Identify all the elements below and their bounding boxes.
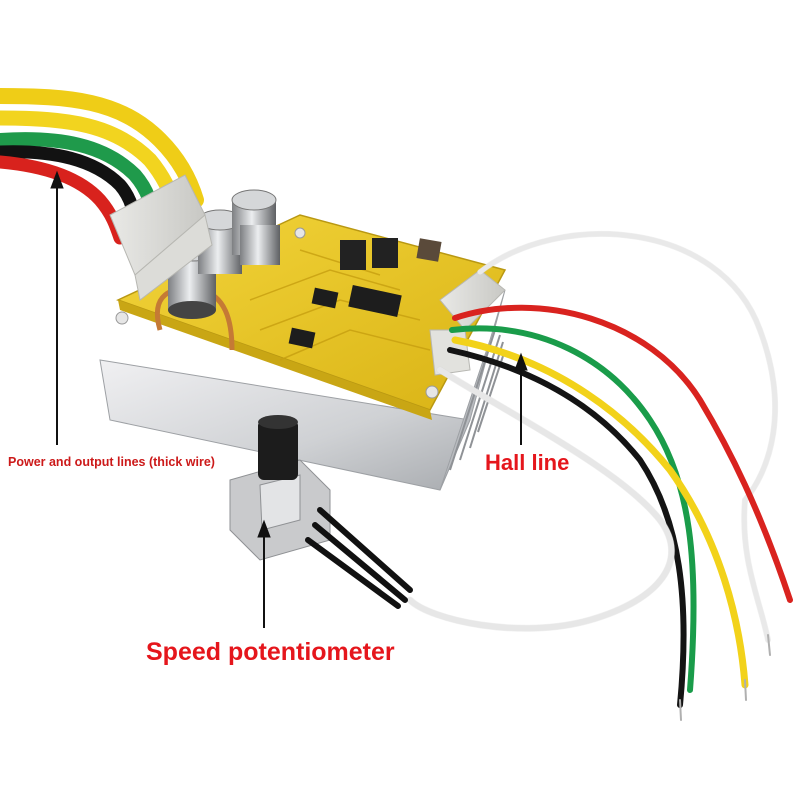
ic-chip-main: [348, 285, 402, 317]
hall-wire-red: [452, 304, 793, 603]
hall-wire-green: [449, 325, 697, 693]
power-output-label: Power and output lines (thick wire): [8, 455, 215, 469]
hall-wire-white: [477, 231, 778, 643]
potentiometer: [229, 415, 413, 609]
ic-chip-3: [288, 327, 316, 349]
speed-potentiometer-label: Speed potentiometer: [146, 638, 395, 666]
pot-shaft: [258, 420, 298, 480]
hall-wire-white-outline: [477, 230, 779, 643]
screw-1: [115, 311, 129, 325]
annotation-arrows: [50, 170, 528, 628]
power-connector: [109, 174, 213, 301]
power-wire-yellow: [0, 88, 204, 208]
pot-legs: [305, 507, 413, 609]
arrow-up-icon: [50, 170, 64, 445]
ic-chip-2: [311, 287, 339, 309]
capacitor-4: [240, 225, 280, 265]
wire-tip-3: [767, 634, 771, 656]
screw-2: [294, 227, 306, 239]
hall-wire-white-2-outline: [406, 366, 675, 632]
mosfet-2: [372, 238, 398, 268]
screw-3: [425, 385, 439, 399]
hall-wire-yellow: [451, 336, 749, 689]
hall-line-label: Hall line: [485, 450, 570, 475]
arrow-up-icon: [514, 352, 528, 445]
mosfet-1: [340, 240, 366, 270]
hall-wire-white-2: [407, 367, 675, 632]
arrow-up-icon: [257, 519, 271, 628]
wire-tip-1: [679, 699, 682, 721]
hall-wires: [406, 230, 793, 721]
inductor: [416, 238, 442, 262]
wire-tip-2: [744, 679, 747, 701]
hall-wire-black: [447, 347, 687, 708]
